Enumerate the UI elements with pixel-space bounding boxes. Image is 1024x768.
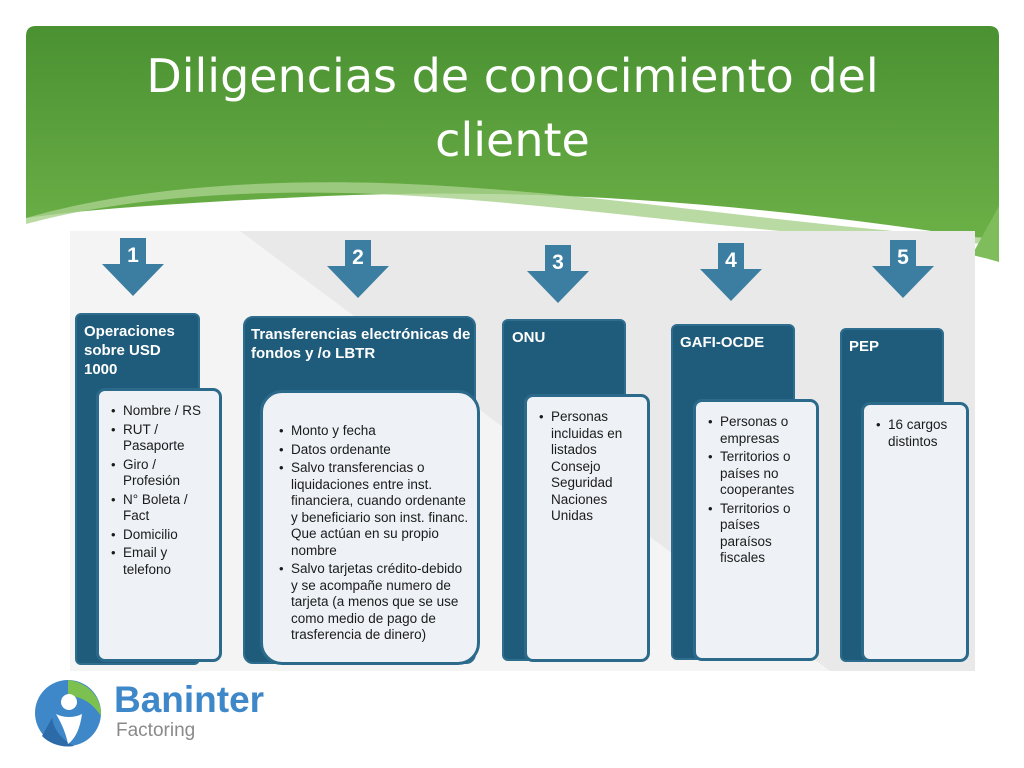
list-item: Personas incluidas en listados Consejo S… <box>539 409 643 525</box>
step-1-details: Nombre / RS RUT / Pasaporte Giro / Profe… <box>96 388 222 662</box>
list-item: N° Boleta / Fact <box>111 492 215 525</box>
step-2-heading: Transferencias electrónicas de fondos y … <box>251 326 471 362</box>
step-3-number: 3 <box>552 251 564 274</box>
down-arrow-icon <box>102 238 164 296</box>
page-title: Diligencias de conocimiento del cliente <box>26 44 999 172</box>
list-item: Territorios o países paraísos fiscales <box>708 501 812 567</box>
step-5-details: 16 cargos distintos <box>861 402 969 662</box>
down-arrow-icon <box>327 240 389 298</box>
step-5-arrow: 5 <box>872 240 934 298</box>
title-line-1: Diligencias de conocimiento del <box>146 49 879 103</box>
baninter-logo-mark-icon <box>35 680 102 747</box>
step-3-heading: ONU <box>512 329 546 346</box>
title-line-2: cliente <box>435 113 590 167</box>
step-1-number: 1 <box>127 244 139 267</box>
step-4-number: 4 <box>725 249 737 272</box>
step-1-arrow: 1 <box>102 238 164 296</box>
step-4-arrow: 4 <box>700 243 762 301</box>
list-item: Domicilio <box>111 527 215 544</box>
title-banner <box>26 26 999 262</box>
list-item: Personas o empresas <box>708 414 812 447</box>
logo-name: Baninter <box>114 679 265 720</box>
step-5-list: 16 cargos distintos <box>874 417 962 450</box>
step-4-list: Personas o empresas Territorios o países… <box>706 414 812 567</box>
list-item: Salvo transferencias o liquidaciones ent… <box>279 460 471 559</box>
down-arrow-icon <box>527 245 589 303</box>
down-arrow-icon <box>700 243 762 301</box>
step-4-heading: GAFI-OCDE <box>680 334 765 351</box>
list-item: Email y telefono <box>111 545 215 578</box>
list-item: Nombre / RS <box>111 403 215 420</box>
down-arrow-icon <box>872 240 934 298</box>
step-5-number: 5 <box>897 246 909 269</box>
step-2-number: 2 <box>352 246 364 269</box>
step-1-list: Nombre / RS RUT / Pasaporte Giro / Profe… <box>109 403 215 578</box>
list-item: RUT / Pasaporte <box>111 422 215 455</box>
list-item: 16 cargos distintos <box>876 417 962 450</box>
list-item: Territorios o países no cooperantes <box>708 449 812 499</box>
logo-subtitle: Factoring <box>116 720 196 741</box>
step-5-heading: PEP <box>849 338 880 355</box>
step-1-heading: Operaciones sobre USD 1000 <box>84 323 175 378</box>
step-2-list: Monto y fecha Datos ordenante Salvo tran… <box>277 423 471 644</box>
list-item: Monto y fecha <box>279 423 471 440</box>
step-4-details: Personas o empresas Territorios o países… <box>693 399 819 661</box>
step-3-arrow: 3 <box>527 245 589 303</box>
step-3-details: Personas incluidas en listados Consejo S… <box>524 394 650 662</box>
step-2-arrow: 2 <box>327 240 389 298</box>
step-2-details: Monto y fecha Datos ordenante Salvo tran… <box>260 390 480 665</box>
list-item: Salvo tarjetas crédito-debido y se acomp… <box>279 561 471 644</box>
step-3-list: Personas incluidas en listados Consejo S… <box>537 409 643 525</box>
list-item: Datos ordenante <box>279 442 471 459</box>
list-item: Giro / Profesión <box>111 457 215 490</box>
baninter-logo: Baninter Factoring <box>32 678 302 748</box>
